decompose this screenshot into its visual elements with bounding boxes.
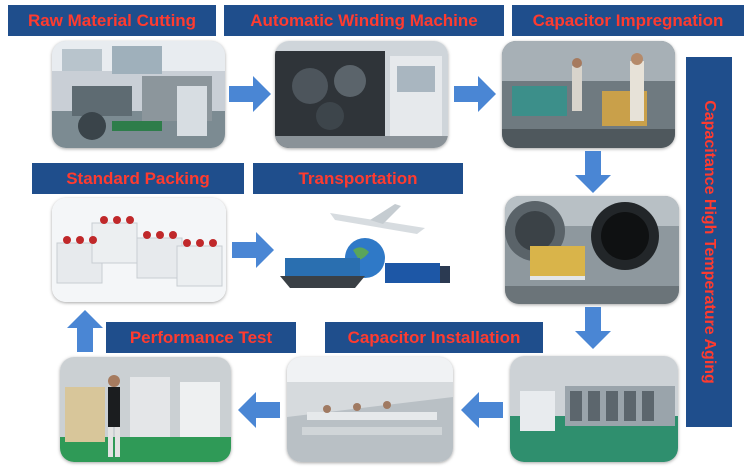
arrow-up-1 xyxy=(67,310,103,352)
arrow-down-1 xyxy=(575,151,611,193)
label-standard-packing: Standard Packing xyxy=(32,163,244,194)
label-capacitance-high-temperature-aging-text: Capacitance High Temperature Aging xyxy=(701,100,719,384)
arrow-right-1 xyxy=(229,76,271,112)
label-performance-test: Performance Test xyxy=(106,322,296,353)
label-capacitor-impregnation: Capacitor Impregnation xyxy=(512,5,744,36)
arrow-left-1 xyxy=(461,392,503,428)
arrow-right-3 xyxy=(232,232,274,268)
photo-raw-material-cutting xyxy=(52,41,225,148)
photo-production-line xyxy=(287,357,453,462)
photo-performance-test xyxy=(60,357,231,462)
photo-capacitor-impregnation xyxy=(502,41,675,148)
photo-capacitor-installation xyxy=(510,356,678,462)
arrow-right-2 xyxy=(454,76,496,112)
label-raw-material-cutting: Raw Material Cutting xyxy=(8,5,216,36)
label-automatic-winding-machine: Automatic Winding Machine xyxy=(224,5,504,36)
label-capacitance-high-temperature-aging: Capacitance High Temperature Aging xyxy=(686,57,732,427)
photo-standard-packing xyxy=(52,198,226,302)
arrow-down-2 xyxy=(575,307,611,349)
photo-automatic-winding-machine xyxy=(275,41,448,148)
label-capacitor-installation: Capacitor Installation xyxy=(325,322,543,353)
photo-high-temperature-aging xyxy=(505,196,679,304)
photo-transportation xyxy=(275,198,453,302)
arrow-left-2 xyxy=(238,392,280,428)
label-transportation: Transportation xyxy=(253,163,463,194)
